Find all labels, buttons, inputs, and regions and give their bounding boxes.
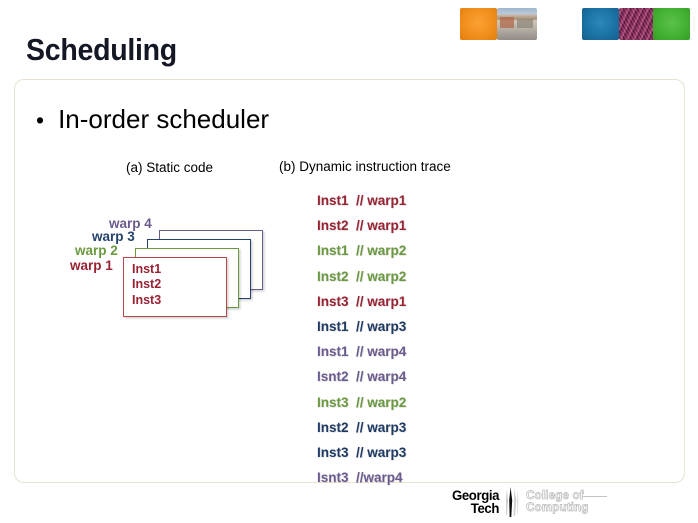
code-instruction-1: Inst1 [132, 262, 162, 276]
bullet-dot-icon: • [36, 107, 45, 133]
warp-label-4: warp 4 [109, 216, 152, 231]
college-of-computing-wordmark: College of Computing [524, 489, 589, 515]
coc-line-1: College of [526, 489, 584, 502]
caption-dynamic-trace: (b) Dynamic instruction trace [279, 159, 451, 174]
trace-line: Inst2 // warp2 [317, 268, 407, 284]
trace-line: Inst1 // warp2 [317, 243, 407, 259]
trace-line: Isnt3 //warp4 [317, 470, 403, 486]
trace-line: Inst3 // warp3 [317, 444, 407, 460]
blue-swatch-icon [582, 8, 619, 40]
green-swatch-icon [653, 8, 690, 40]
trace-line: Inst3 // warp1 [317, 293, 407, 309]
orange-swatch-icon [460, 8, 497, 40]
page-title: Scheduling [26, 32, 177, 67]
caption-static-code: (a) Static code [126, 160, 214, 175]
warp-label-2: warp 2 [75, 243, 118, 258]
gt-tech-text: Tech [470, 500, 500, 516]
gt-wordmark: Georgia Tech [449, 487, 500, 516]
trace-line: Inst2 // warp3 [317, 419, 407, 435]
decorative-image-strip [460, 8, 690, 40]
code-instruction-3: Inst3 [132, 292, 162, 307]
georgia-tech-logo: Georgia Tech College of Computing [449, 487, 589, 517]
bullet-label: In-order scheduler [58, 104, 270, 134]
dynamic-instruction-trace-list: Inst1 // warp1 Inst2 // warp1 Inst1 // w… [317, 188, 406, 490]
coc-line-2: Computing [526, 502, 589, 515]
trace-line: Inst2 // warp1 [317, 218, 407, 234]
trace-line: Inst1 // warp4 [317, 344, 407, 360]
circuit-photo-icon [619, 8, 659, 40]
trace-line: Inst1 // warp3 [317, 318, 407, 334]
gt-torch-icon [503, 487, 519, 517]
warp-label-3: warp 3 [92, 229, 135, 244]
static-code-diagram: Inst1 Inst2 Inst3 warp 4 warp 3 warp 2 w… [70, 214, 285, 319]
code-box-warp1: Inst1 Inst2 Inst3 [123, 257, 227, 317]
logo-divider-rule [583, 496, 607, 497]
trace-line: Inst3 // warp2 [317, 394, 407, 410]
trace-line: Inst1 // warp1 [317, 193, 407, 208]
gt-georgia-text: Georgia [452, 487, 500, 504]
bullet-item-in-order-scheduler: • In-order scheduler [36, 104, 269, 135]
code-instruction-2: Inst2 [132, 277, 162, 292]
campus-photo-icon [497, 8, 537, 40]
warp-label-1: warp 1 [70, 258, 113, 273]
trace-line: Isnt2 // warp4 [317, 369, 407, 385]
